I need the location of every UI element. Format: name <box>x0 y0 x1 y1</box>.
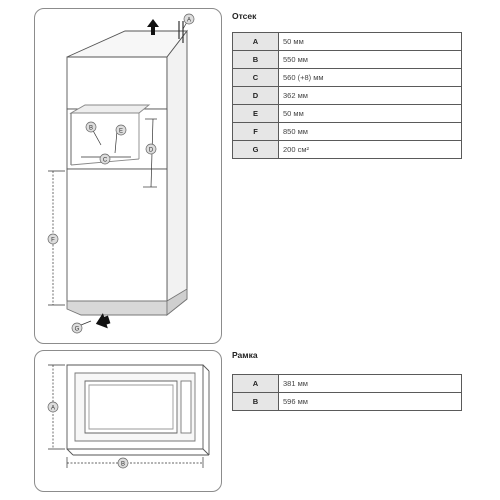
dimension-value: 560 (+8) мм <box>278 68 462 87</box>
dimension-value: 596 мм <box>278 392 462 411</box>
svg-text:A: A <box>51 406 55 412</box>
frame-diagram-panel: A B <box>34 350 222 492</box>
dimension-key: A <box>232 32 279 51</box>
dimension-value: 50 мм <box>278 32 462 51</box>
table-row: F 850 мм <box>232 122 462 141</box>
frame-window <box>84 380 178 434</box>
frame-dimensions-table: A 381 мм B 596 мм <box>232 374 462 411</box>
frame-callout-a: A <box>47 401 59 413</box>
svg-text:C: C <box>103 158 108 164</box>
callout-d: D <box>145 143 157 155</box>
cabinet-diagram: A B C D E F G <box>47 13 195 334</box>
niche-top <box>69 104 151 114</box>
table-row: A 381 мм <box>232 374 462 393</box>
dimension-key: A <box>232 374 279 393</box>
upper-cabinet-front <box>66 56 168 110</box>
table-row: A 50 мм <box>232 32 462 51</box>
svg-text:A: A <box>187 18 191 24</box>
vent-in-arrow <box>95 313 111 329</box>
svg-text:B: B <box>121 462 125 468</box>
cabinet-dimensions-table: A 50 мм B 550 мм C 560 (+8) мм D 362 мм … <box>232 32 462 159</box>
callout-b: B <box>85 121 97 133</box>
dimension-value: 200 см² <box>278 140 462 159</box>
frame-section-title: Рамка <box>232 350 258 360</box>
callout-e: E <box>115 124 127 136</box>
dimension-value: 362 мм <box>278 86 462 105</box>
dimension-key: G <box>232 140 279 159</box>
svg-text:B: B <box>89 126 93 132</box>
frame-diagram: A B <box>47 364 210 469</box>
dimension-value: 550 мм <box>278 50 462 69</box>
lower-cabinet-front <box>66 168 168 302</box>
table-row: B 596 мм <box>232 392 462 411</box>
cabinet-section-title: Отсек <box>232 11 257 21</box>
vent-up-arrow <box>147 19 159 35</box>
svg-text:D: D <box>149 148 154 154</box>
callout-f: F <box>47 233 59 245</box>
table-row: B 550 мм <box>232 50 462 69</box>
cabinet-side <box>166 29 188 316</box>
table-row: D 362 мм <box>232 86 462 105</box>
table-row: E 50 мм <box>232 104 462 123</box>
frame-callout-b: B <box>117 457 129 469</box>
upper-cabinet-top <box>66 30 188 58</box>
svg-text:E: E <box>119 129 123 135</box>
cabinet-diagram-panel: A B C D E F G <box>34 8 222 344</box>
plinth <box>66 300 168 316</box>
control-panel-strip <box>180 380 192 434</box>
dimension-value: 381 мм <box>278 374 462 393</box>
svg-text:F: F <box>51 238 55 244</box>
table-row: C 560 (+8) мм <box>232 68 462 87</box>
dimension-key: E <box>232 104 279 123</box>
svg-text:G: G <box>75 327 80 333</box>
dimension-key: C <box>232 68 279 87</box>
callout-c: C <box>99 153 111 165</box>
dimension-value: 850 мм <box>278 122 462 141</box>
dimension-key: B <box>232 392 279 411</box>
callout-g: G <box>71 322 83 334</box>
dimension-key: B <box>232 50 279 69</box>
callout-a: A <box>183 13 195 25</box>
dimension-key: D <box>232 86 279 105</box>
table-row: G 200 см² <box>232 140 462 159</box>
dimension-value: 50 мм <box>278 104 462 123</box>
dimension-key: F <box>232 122 279 141</box>
